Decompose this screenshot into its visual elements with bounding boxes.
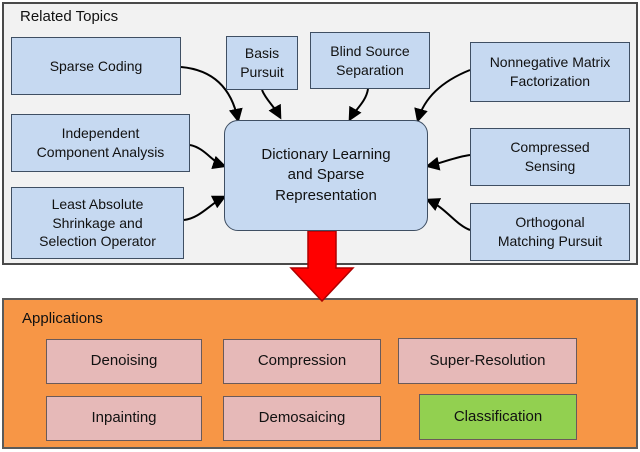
topic-blind-source-separation: Blind Source Separation — [310, 32, 430, 89]
app-compression: Compression — [223, 339, 381, 384]
topic-compressed-sensing: Compressed Sensing — [470, 128, 630, 186]
app-super-resolution: Super-Resolution — [398, 338, 577, 384]
arrow-compressed-sensing — [425, 154, 471, 171]
topic-independent-component-analysis: Independent Component Analysis — [11, 114, 190, 172]
arrow-omp — [425, 198, 471, 231]
arrow-nmf — [414, 69, 471, 123]
topic-basis-pursuit: Basis Pursuit — [226, 36, 298, 90]
arrow-sparse-coding — [180, 66, 243, 123]
app-denoising: Denoising — [46, 339, 202, 384]
app-demosaicing: Demosaicing — [223, 396, 381, 441]
topic-nonnegative-matrix-factorization: Nonnegative Matrix Factorization — [470, 42, 630, 102]
arrow-blind-source — [348, 88, 369, 122]
topic-orthogonal-matching-pursuit: Orthogonal Matching Pursuit — [470, 203, 630, 261]
app-inpainting: Inpainting — [46, 396, 202, 441]
arrow-lasso — [183, 195, 227, 221]
arrow-ica — [189, 144, 227, 170]
arrow-basis-pursuit — [261, 89, 282, 120]
topic-lasso: Least Absolute Shrinkage and Selection O… — [11, 187, 184, 259]
topic-sparse-coding: Sparse Coding — [11, 37, 181, 95]
app-classification: Classification — [419, 394, 577, 440]
related-topics-title: Related Topics — [20, 8, 119, 25]
applications-title: Applications — [22, 310, 103, 327]
flow-down-arrow — [289, 230, 355, 303]
center-dictionary-learning: Dictionary Learning and Sparse Represent… — [224, 120, 428, 231]
